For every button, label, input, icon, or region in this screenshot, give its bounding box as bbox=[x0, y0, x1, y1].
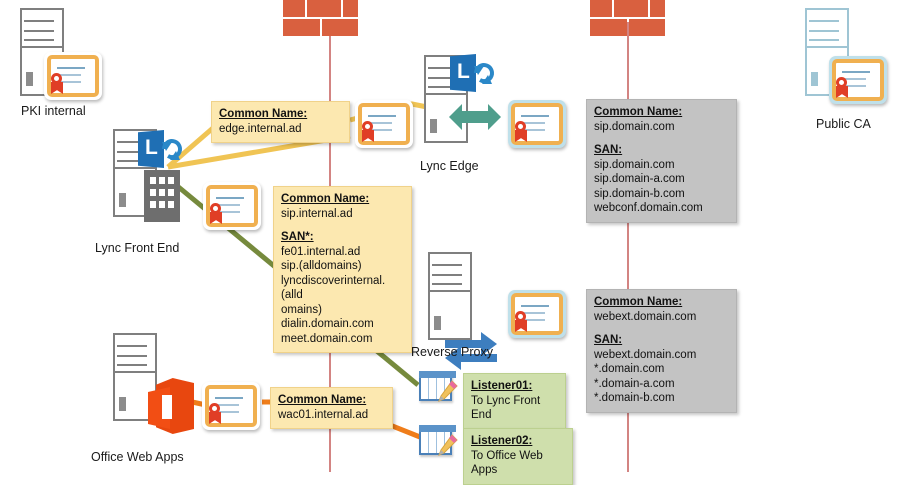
callout-webext-san-label: SAN: bbox=[594, 334, 623, 346]
callout-sip-internal-san-3: omains) bbox=[281, 303, 322, 316]
callout-webext-domain[interactable]: Common Name: webext.domain.com SAN: webe… bbox=[586, 289, 737, 413]
exchange-arrows-icon bbox=[445, 332, 497, 370]
callout-edge-common-name-label: Common Name: bbox=[219, 108, 308, 120]
callout-listener02[interactable]: Listener02: To Office Web Apps bbox=[463, 428, 573, 485]
label-reverse-proxy: Reverse Proxy bbox=[411, 345, 493, 359]
lync-front-end-certificate[interactable] bbox=[203, 182, 261, 230]
building-icon-front-end bbox=[144, 170, 180, 222]
certificate-icon bbox=[202, 382, 260, 430]
callout-webext-common-name-value: webext.domain.com bbox=[594, 310, 697, 323]
callout-sip-domain[interactable]: Common Name: sip.domain.com SAN: sip.dom… bbox=[586, 99, 737, 223]
callout-sip-domain-san-2: sip.domain-b.com bbox=[594, 187, 685, 200]
lync-logo-edge: L bbox=[450, 52, 496, 96]
lync-logo-icon: L bbox=[138, 128, 184, 172]
reverse-proxy-certificate[interactable] bbox=[508, 290, 566, 338]
callout-webext-san-3: *.domain-b.com bbox=[594, 392, 675, 404]
certificate-icon bbox=[355, 100, 413, 148]
callout-listener01[interactable]: Listener01: To Lync Front End bbox=[463, 373, 566, 430]
office-web-apps-certificate[interactable] bbox=[202, 382, 260, 430]
listener-table-icon bbox=[419, 425, 458, 459]
listener02-title: Listener02: bbox=[471, 435, 533, 447]
certificate-icon bbox=[44, 52, 102, 100]
listener02-target: To Office Web Apps bbox=[471, 449, 543, 477]
refresh-swirl-icon bbox=[162, 139, 182, 160]
callout-sip-internal-san-2: lyncdiscoverinternal.(alld bbox=[281, 274, 386, 302]
callout-webext-san-2: *.domain-a.com bbox=[594, 377, 675, 390]
firewall-left bbox=[283, 0, 358, 40]
bidirectional-arrow-proxy bbox=[443, 324, 898, 375]
callout-sip-internal-san-4: dialin.domain.com bbox=[281, 318, 374, 330]
edge-internal-certificate[interactable] bbox=[355, 100, 413, 148]
callout-sip-internal-san-label: SAN*: bbox=[281, 231, 314, 243]
certificate-icon bbox=[508, 100, 566, 148]
lync-edge-certificate[interactable] bbox=[508, 100, 566, 148]
callout-sip-domain-common-name-value: sip.domain.com bbox=[594, 120, 675, 133]
callout-sip-domain-san-1: sip.domain-a.com bbox=[594, 173, 685, 185]
refresh-swirl-icon bbox=[474, 63, 494, 84]
listener01-target: To Lync Front End bbox=[471, 394, 541, 422]
callout-sip-internal-common-name-label: Common Name: bbox=[281, 193, 370, 205]
callout-sip-internal-san-1: sip.(alldomains) bbox=[281, 260, 362, 272]
certificate-icon bbox=[508, 290, 566, 338]
callout-wac01-common-name-label: Common Name: bbox=[278, 394, 367, 406]
lync-logo-icon: L bbox=[450, 52, 496, 96]
building-icon bbox=[144, 170, 180, 222]
label-pki-internal: PKI internal bbox=[21, 104, 86, 118]
callout-sip-internal-san-0: fe01.internal.ad bbox=[281, 245, 361, 258]
pki-internal-certificate[interactable] bbox=[44, 52, 102, 100]
listener-table-icon bbox=[419, 371, 458, 405]
callout-sip-domain-san-3: webconf.domain.com bbox=[594, 202, 703, 214]
callout-edge-common-name-value: edge.internal.ad bbox=[219, 122, 302, 135]
firewall-right bbox=[590, 0, 665, 40]
pencil-icon bbox=[438, 380, 458, 402]
listener02-icon-wrap[interactable] bbox=[419, 425, 458, 459]
callout-webext-san-0: webext.domain.com bbox=[594, 348, 697, 361]
bidirectional-arrow-edge bbox=[449, 100, 898, 139]
callout-wac01-internal[interactable]: Common Name: wac01.internal.ad bbox=[270, 387, 393, 429]
public-ca-certificate[interactable] bbox=[829, 56, 887, 104]
callout-webext-san-1: *.domain.com bbox=[594, 363, 665, 375]
node-reverse-proxy[interactable] bbox=[428, 252, 480, 340]
firewall-brick-icon bbox=[283, 0, 358, 40]
firewall-brick-icon bbox=[590, 0, 665, 40]
callout-sip-internal[interactable]: Common Name: sip.internal.ad SAN*: fe01.… bbox=[273, 186, 412, 353]
callout-sip-domain-common-name-label: Common Name: bbox=[594, 106, 683, 118]
callout-sip-domain-san-label: SAN: bbox=[594, 144, 623, 156]
callout-sip-internal-common-name-value: sip.internal.ad bbox=[281, 207, 353, 220]
listener01-title: Listener01: bbox=[471, 380, 533, 392]
label-lync-edge: Lync Edge bbox=[420, 159, 479, 173]
certificate-icon bbox=[829, 56, 887, 104]
pencil-icon bbox=[438, 434, 458, 456]
double-arrow-icon bbox=[449, 104, 501, 130]
label-public-ca: Public CA bbox=[816, 117, 871, 131]
lync-logo-front-end: L bbox=[138, 128, 184, 172]
node-public-ca[interactable] bbox=[805, 8, 857, 96]
server-icon bbox=[805, 8, 857, 96]
listener01-icon-wrap[interactable] bbox=[419, 371, 458, 405]
callout-wac01-common-name-value: wac01.internal.ad bbox=[278, 408, 369, 421]
office-logo-icon bbox=[148, 378, 194, 434]
callout-webext-common-name-label: Common Name: bbox=[594, 296, 683, 308]
office-logo bbox=[148, 378, 194, 434]
server-icon bbox=[428, 252, 480, 340]
callout-sip-internal-san-5: meet.domain.com bbox=[281, 332, 373, 345]
callout-edge-internal[interactable]: Common Name: edge.internal.ad bbox=[211, 101, 350, 143]
callout-sip-domain-san-0: sip.domain.com bbox=[594, 158, 675, 171]
diagram-canvas: PKI internal Public CA bbox=[20, 0, 898, 485]
certificate-icon bbox=[203, 182, 261, 230]
label-lync-front-end: Lync Front End bbox=[95, 241, 180, 255]
label-office-web-apps: Office Web Apps bbox=[91, 450, 184, 464]
